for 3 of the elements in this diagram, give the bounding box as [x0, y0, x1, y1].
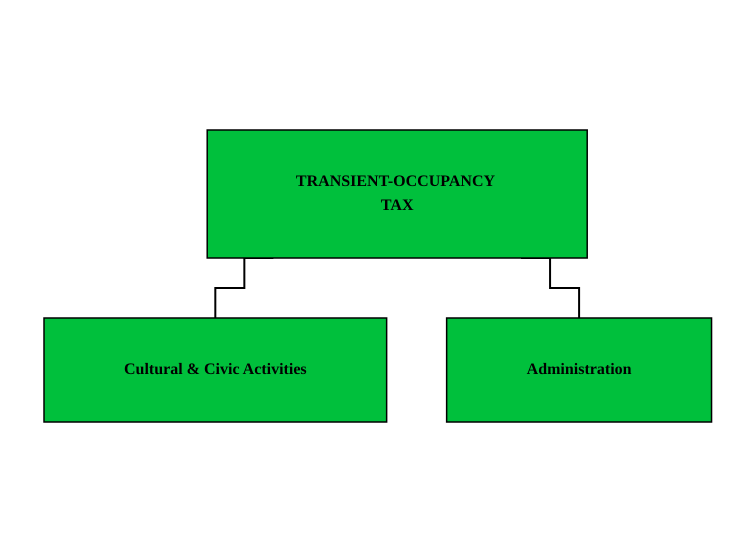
node-box: TRANSIENT-OCCUPANCY TAX: [206, 129, 588, 259]
node-box: Cultural & Civic Activities: [42, 317, 388, 423]
node-box: Administration: [446, 317, 712, 423]
